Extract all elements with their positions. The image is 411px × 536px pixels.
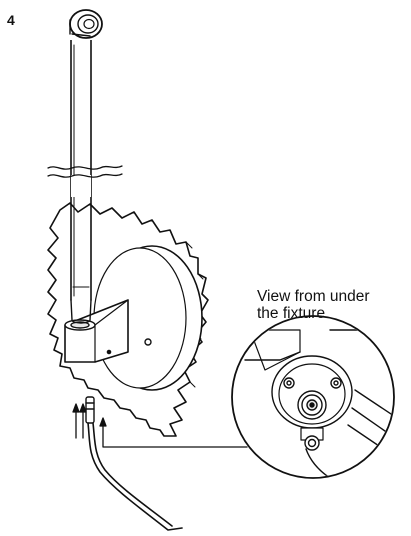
step-number: 4 [7, 12, 15, 28]
connector-plug [85, 396, 95, 424]
stem-rod [70, 39, 92, 324]
power-cable [87, 422, 183, 531]
leader-arrow [99, 417, 248, 448]
detail-view-circle [231, 315, 395, 479]
callout-line-1: View from under [257, 288, 370, 305]
lamp-head [69, 9, 103, 40]
break-lines-icon [47, 165, 123, 178]
up-arrow-icon [72, 403, 87, 439]
callout-line-2: the fixture [257, 305, 326, 322]
callout-label: View from under the fixture [257, 288, 370, 322]
